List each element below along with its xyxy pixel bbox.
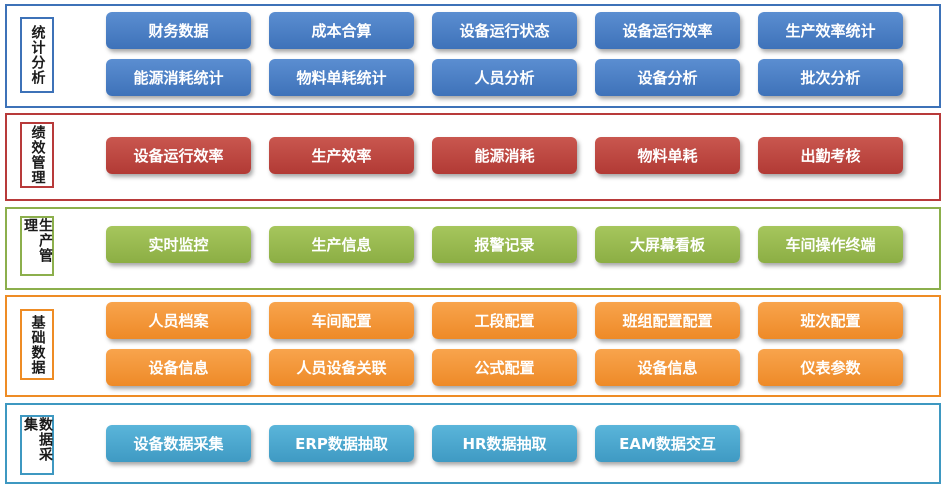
module-equipment-data-collection[interactable]: 设备数据采集 [106,425,251,462]
module-equipment-info-2[interactable]: 设备信息 [595,349,740,386]
module-eam-data-exchange[interactable]: EAM数据交互 [595,425,740,462]
module-energy-consumption-stats[interactable]: 能源消耗统计 [106,59,251,96]
module-big-screen-dashboard[interactable]: 大屏幕看板 [595,226,740,263]
module-formula-config[interactable]: 公式配置 [432,349,577,386]
module-equipment-efficiency-kpi[interactable]: 设备运行效率 [106,137,251,174]
module-equipment-efficiency[interactable]: 设备运行效率 [595,12,740,49]
module-production-efficiency[interactable]: 生产效率 [269,137,414,174]
module-personnel-files[interactable]: 人员档案 [106,302,251,339]
module-production-info[interactable]: 生产信息 [269,226,414,263]
module-equipment-info[interactable]: 设备信息 [106,349,251,386]
module-alarm-records[interactable]: 报警记录 [432,226,577,263]
module-section-config[interactable]: 工段配置 [432,302,577,339]
module-hr-data-extraction[interactable]: HR数据抽取 [432,425,577,462]
module-realtime-monitoring[interactable]: 实时监控 [106,226,251,263]
module-personnel-analysis[interactable]: 人员分析 [432,59,577,96]
module-team-config[interactable]: 班组配置配置 [595,302,740,339]
module-cost-accounting[interactable]: 成本合算 [269,12,414,49]
module-material-usage[interactable]: 物料单耗 [595,137,740,174]
module-workshop-terminal[interactable]: 车间操作终端 [758,226,903,263]
module-equipment-analysis[interactable]: 设备分析 [595,59,740,96]
module-personnel-equipment-link[interactable]: 人员设备关联 [269,349,414,386]
module-shift-config[interactable]: 班次配置 [758,302,903,339]
section-label-basic-data: 基础数据 [20,309,54,380]
module-attendance-review[interactable]: 出勤考核 [758,137,903,174]
module-production-efficiency-stats[interactable]: 生产效率统计 [758,12,903,49]
module-equipment-status[interactable]: 设备运行状态 [432,12,577,49]
module-energy-consumption[interactable]: 能源消耗 [432,137,577,174]
module-erp-data-extraction[interactable]: ERP数据抽取 [269,425,414,462]
module-financial-data[interactable]: 财务数据 [106,12,251,49]
section-label-performance-management: 绩效管理 [20,122,54,188]
module-material-usage-stats[interactable]: 物料单耗统计 [269,59,414,96]
module-meter-parameters[interactable]: 仪表参数 [758,349,903,386]
section-label-data-collection: 数据采集 [20,415,54,475]
module-batch-analysis[interactable]: 批次分析 [758,59,903,96]
module-workshop-config[interactable]: 车间配置 [269,302,414,339]
section-label-statistics-analysis: 统计分析 [20,17,54,93]
section-label-production-management: 生产管理 [20,216,54,276]
